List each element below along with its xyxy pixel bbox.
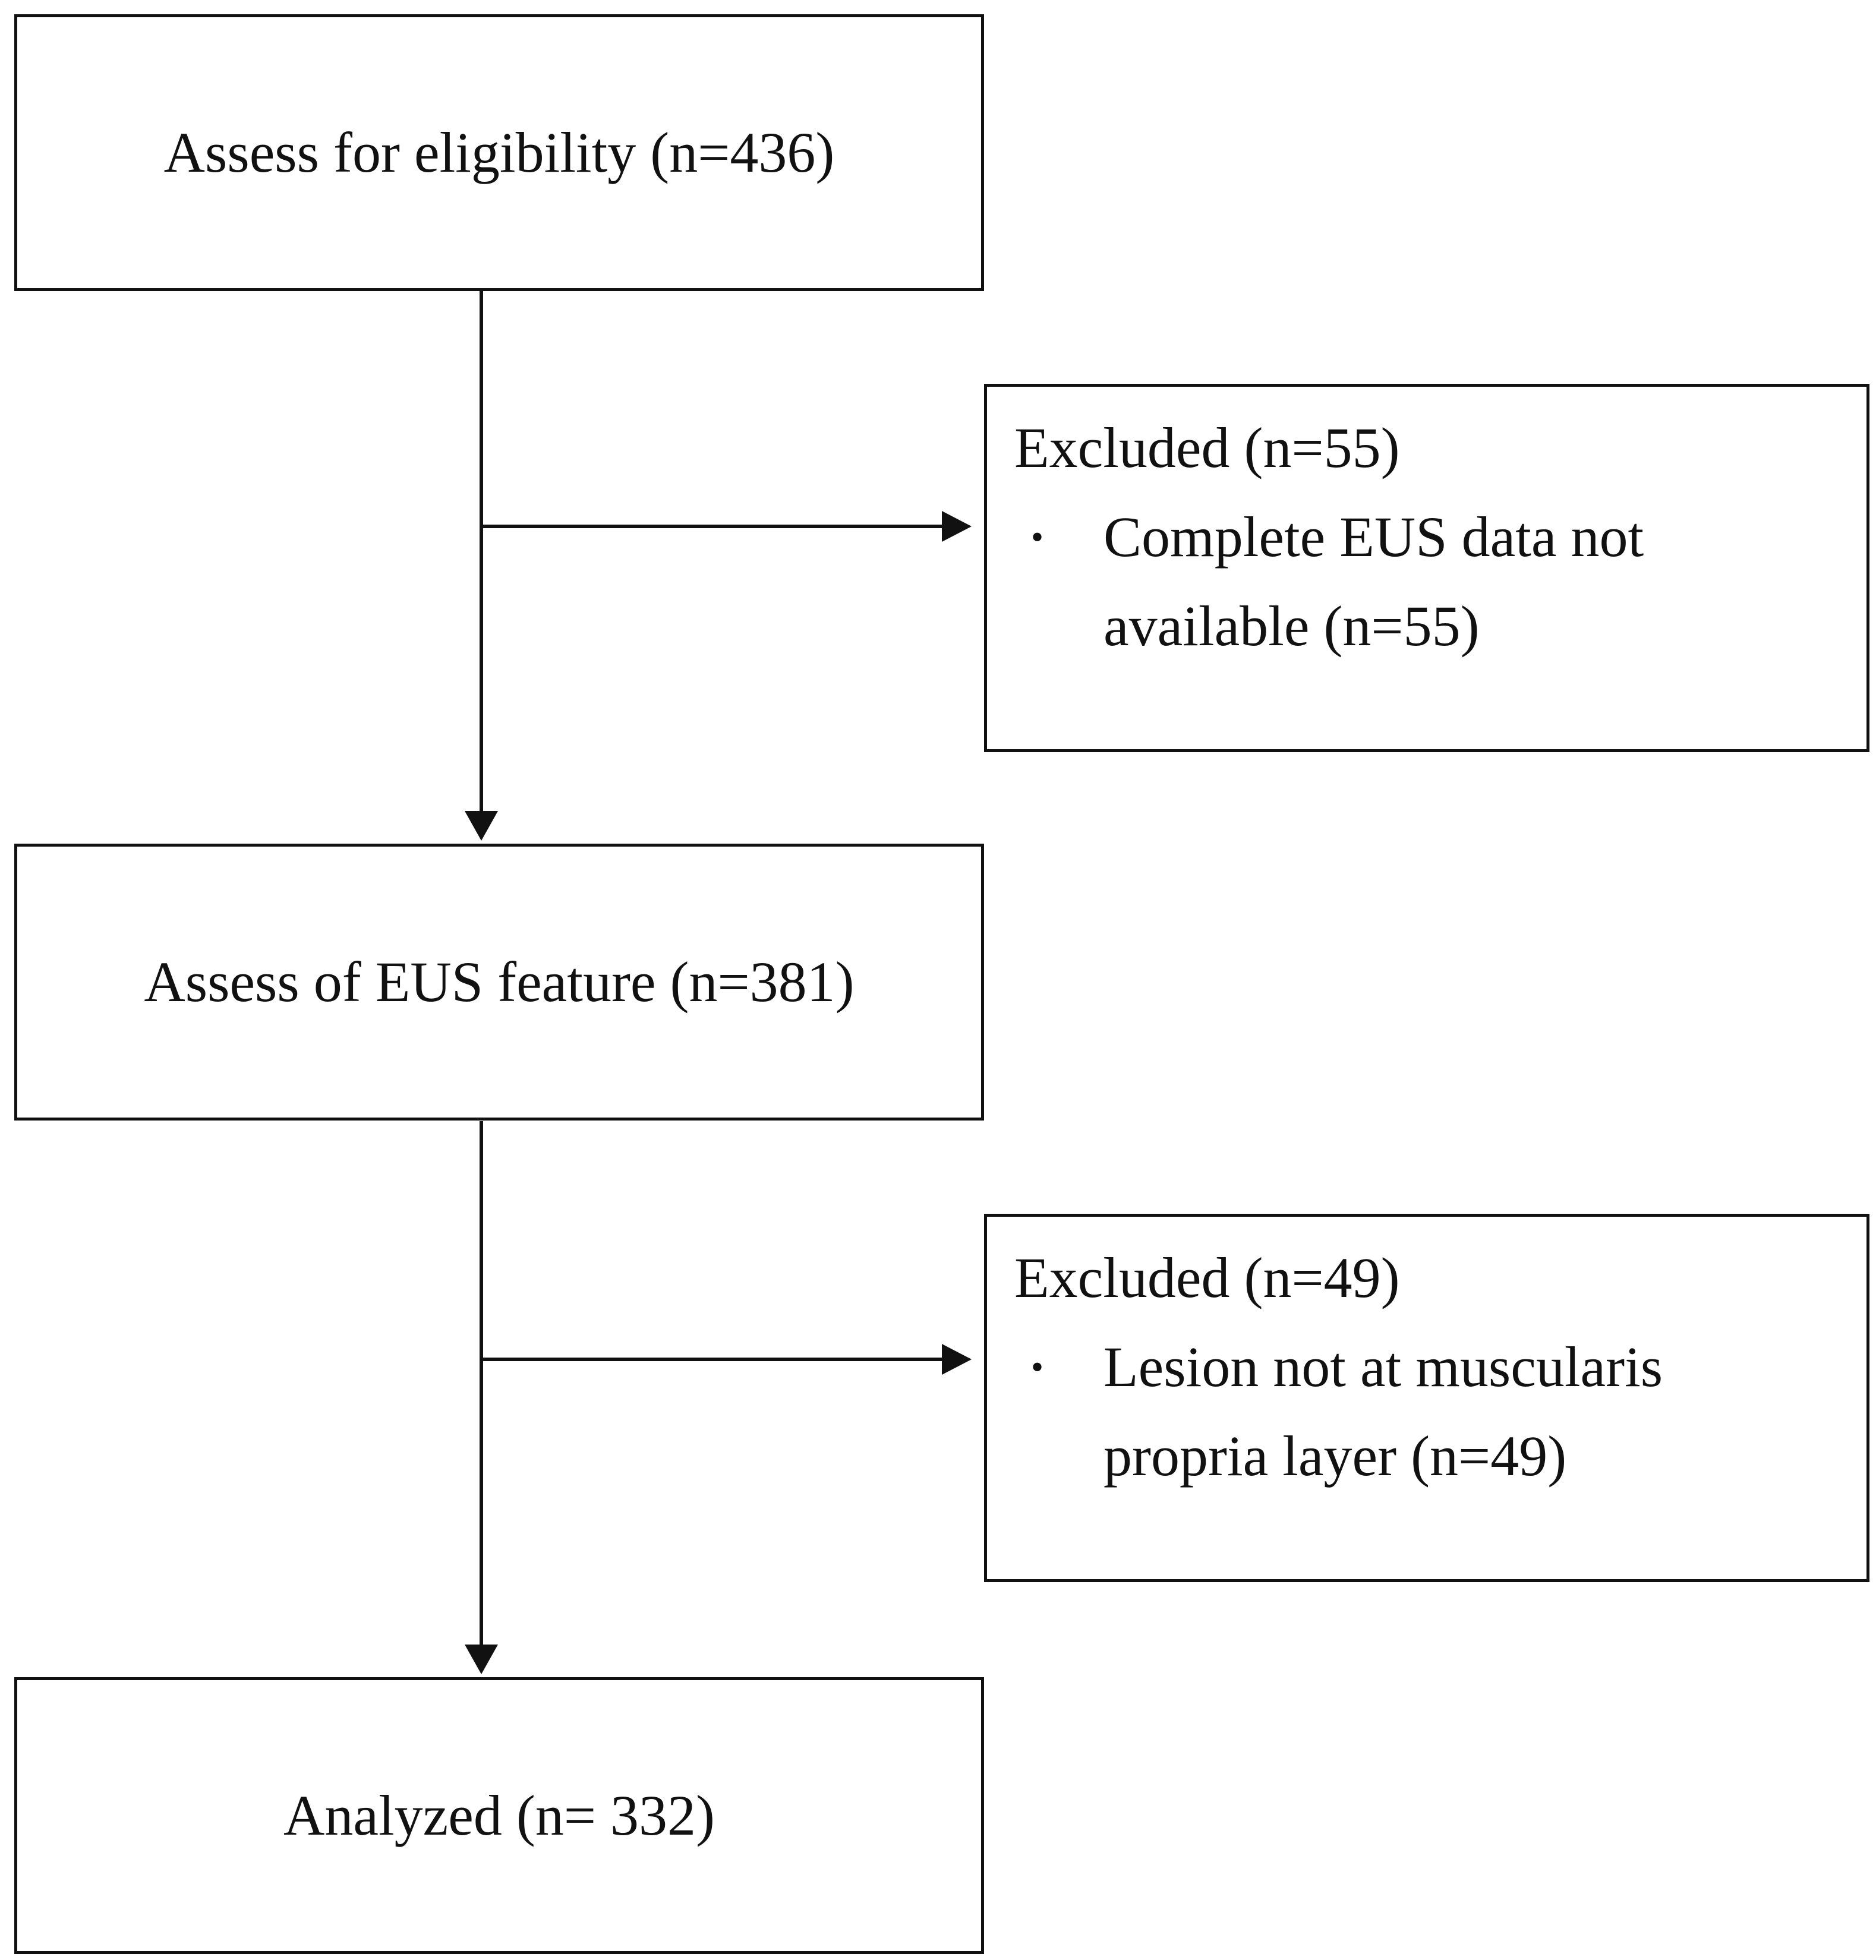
- eus-feature-box: Assess of EUS feature (n=381): [14, 844, 984, 1121]
- exclusion-2-reason: Lesion not at muscularis propria layer (…: [1103, 1335, 1663, 1488]
- eligibility-label: Assess for eligibility (n=436): [163, 121, 835, 184]
- arrowhead-to-analyzed-box: [465, 1645, 498, 1674]
- exclusion-2-reason-row: • Lesion not at muscularis propria layer…: [1014, 1323, 1866, 1501]
- exclusion-box-1: Excluded (n=55) • Complete EUS data not …: [984, 384, 1869, 752]
- analyzed-label: Analyzed (n= 332): [283, 1784, 715, 1847]
- arrowhead-to-eus-box: [465, 811, 498, 841]
- exclusion-2-bullet: •: [1031, 1347, 1044, 1387]
- arrowhead-to-exclusion-1: [942, 511, 972, 542]
- exclusion-2-title: Excluded (n=49): [1014, 1246, 1400, 1309]
- eus-feature-label: Assess of EUS feature (n=381): [144, 950, 855, 1014]
- exclusion-1-title: Excluded (n=55): [1014, 416, 1400, 479]
- analyzed-box: Analyzed (n= 332): [14, 1677, 984, 1954]
- exclusion-box-2: Excluded (n=49) • Lesion not at muscular…: [984, 1214, 1869, 1582]
- exclusion-1-reason: Complete EUS data not available (n=55): [1103, 505, 1644, 658]
- exclusion-1-reason-row: • Complete EUS data not available (n=55): [1014, 493, 1866, 671]
- eligibility-box: Assess for eligibility (n=436): [14, 14, 984, 291]
- arrowhead-to-exclusion-2: [942, 1344, 972, 1375]
- exclusion-1-bullet: •: [1031, 517, 1044, 557]
